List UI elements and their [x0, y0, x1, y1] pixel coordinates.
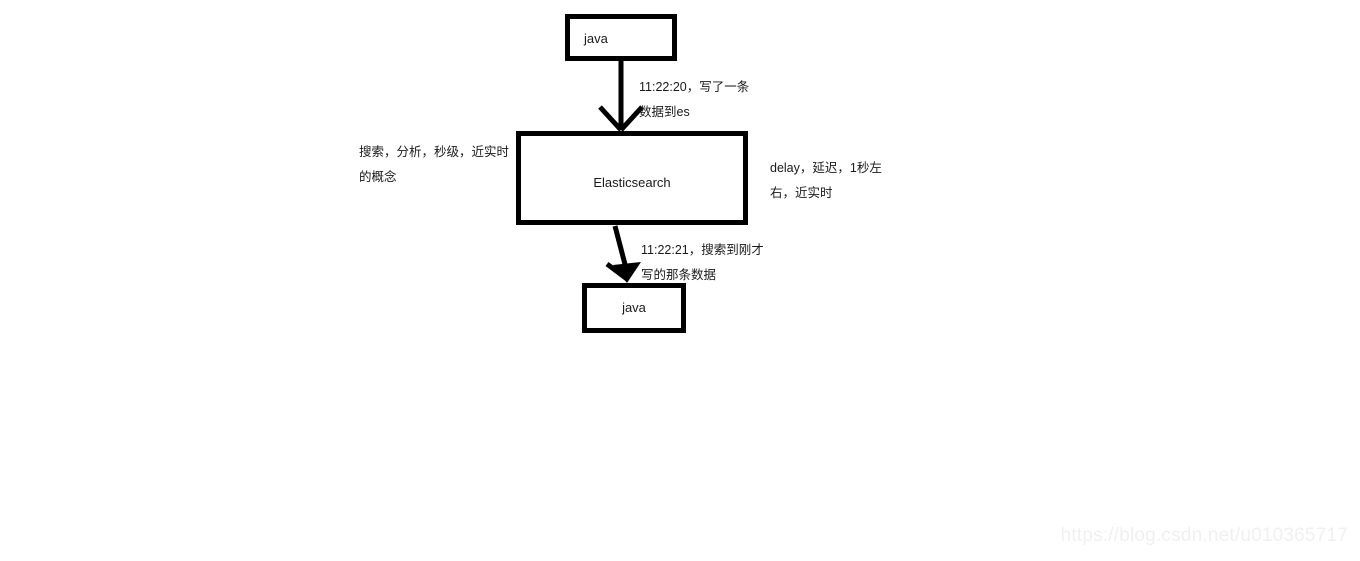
- node-java-top[interactable]: java: [565, 14, 677, 61]
- annotation-left-note: 搜索，分析，秒级，近实时 的概念: [359, 145, 510, 184]
- node-elasticsearch[interactable]: Elasticsearch: [516, 131, 748, 225]
- node-java-top-label: java: [584, 30, 608, 46]
- annotation-right-note: delay，延迟，1秒左 右，近实时: [770, 161, 882, 200]
- watermark: https://blog.csdn.net/u010365717: [1060, 525, 1348, 546]
- node-elasticsearch-label: Elasticsearch: [593, 175, 671, 191]
- edge-label-search: 11:22:21，搜索到刚才 写的那条数据: [641, 243, 764, 282]
- arrow-java-to-elasticsearch: [598, 60, 644, 132]
- node-java-bottom-label: java: [622, 300, 646, 316]
- arrow-elasticsearch-to-java: [605, 225, 641, 283]
- node-java-bottom[interactable]: java: [582, 283, 686, 333]
- edge-label-write: 11:22:20，写了一条 数据到es: [639, 80, 750, 119]
